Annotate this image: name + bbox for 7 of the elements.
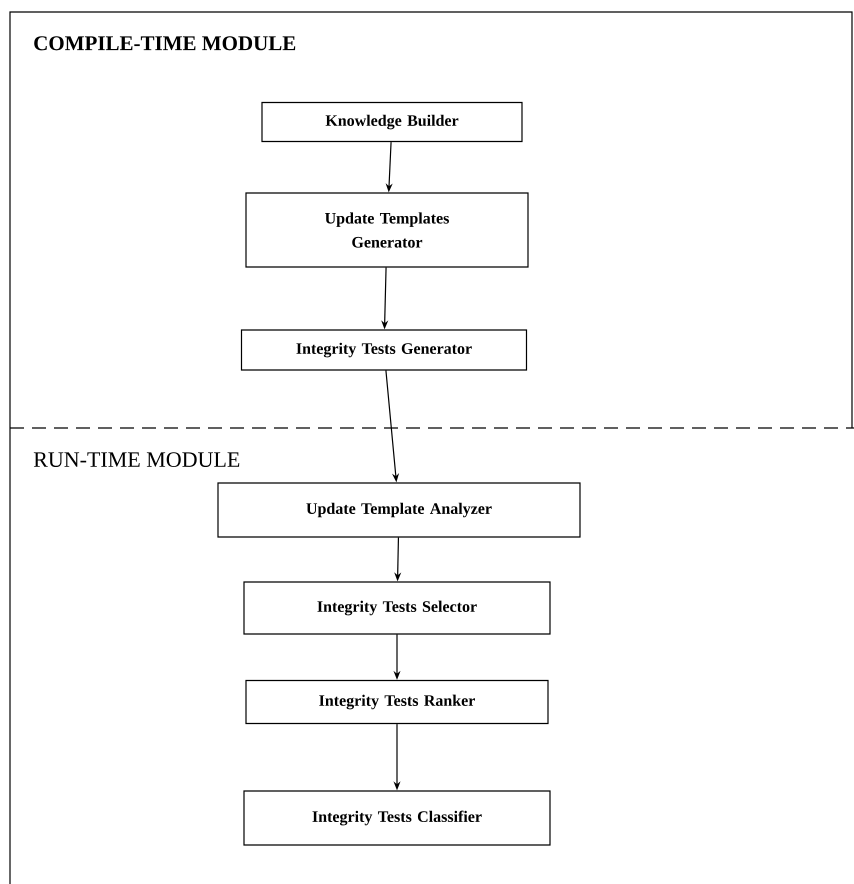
process-box: Knowledge Builder: [261, 102, 523, 142]
process-box: Update Template Analyzer: [217, 482, 581, 538]
process-box: Integrity Tests Ranker: [245, 680, 549, 724]
process-box: Integrity Tests Selector: [243, 581, 551, 635]
process-box: Integrity Tests Classifier: [243, 790, 551, 846]
process-box: Integrity Tests Generator: [240, 329, 528, 371]
process-box: Update Templates Generator: [245, 192, 529, 268]
